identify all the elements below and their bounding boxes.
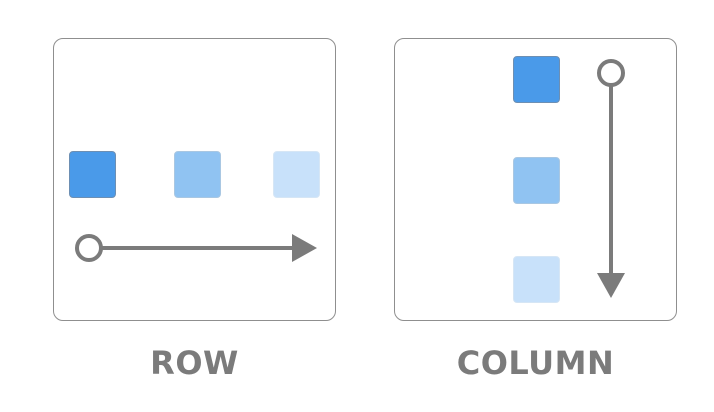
column-label: COLUMN: [456, 344, 615, 382]
row-diagram-panel: [53, 38, 336, 321]
column-direction-arrow-icon: [597, 59, 625, 298]
column-diagram-panel: [394, 38, 677, 321]
row-label: ROW: [150, 344, 239, 382]
row-direction-arrow-icon: [75, 234, 317, 262]
column-square-1: [513, 56, 560, 103]
column-square-3: [513, 256, 560, 303]
row-square-2: [174, 151, 221, 198]
row-square-3: [273, 151, 320, 198]
row-square-1: [69, 151, 116, 198]
column-square-2: [513, 157, 560, 204]
